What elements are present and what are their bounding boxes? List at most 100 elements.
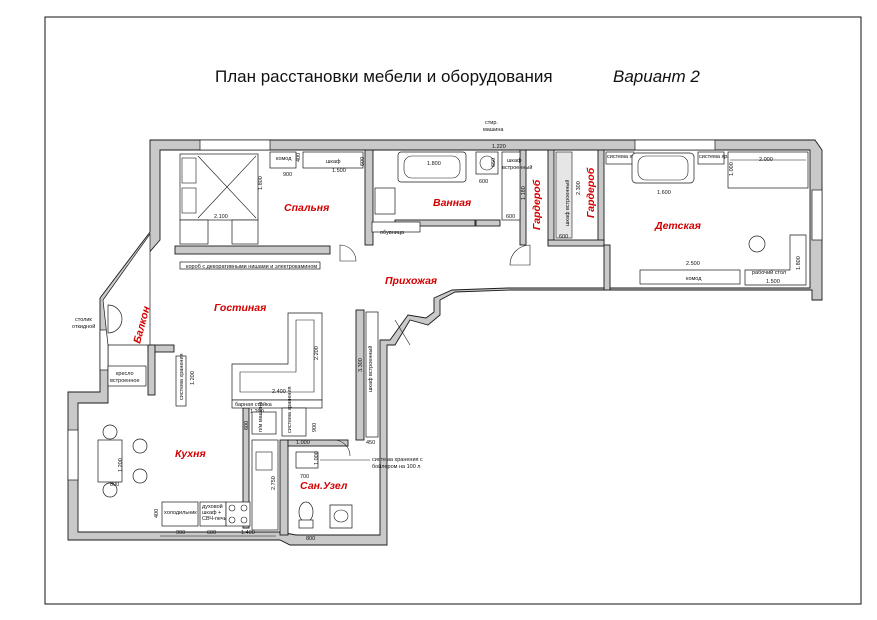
toilet: 700 1.000 система хранения с бойлером на…	[295, 451, 423, 542]
label-sys-kids-l: система хранения	[607, 154, 654, 160]
bedroom-furniture: комод шкаф 900 1.500 400 600 2.100 1.800…	[179, 151, 366, 245]
windows	[67, 139, 823, 481]
dim-2300: 2.300	[576, 181, 582, 195]
dim-2100: 2.100	[214, 214, 228, 220]
kids-room-furniture: система хранения система хранения 1.600 …	[605, 151, 809, 286]
dim-600-bath: 600	[479, 179, 488, 185]
dim-1000-k: 1.000	[296, 440, 310, 446]
dim-400-bed: 400	[296, 153, 302, 162]
dim-2750: 2.750	[271, 476, 277, 490]
dim-600-bar: 600	[244, 421, 250, 430]
bed	[179, 153, 259, 221]
label-komod-kids: комод	[686, 276, 702, 282]
dim-900-b: 900	[176, 530, 185, 536]
cooktop	[225, 501, 251, 527]
room-bedroom: Спальня	[284, 202, 329, 214]
dim-1200-sys: 1.200	[190, 371, 196, 385]
decorative-box	[179, 261, 321, 270]
room-kids: Детская	[654, 220, 701, 232]
dim-1000-kids: 1.000	[729, 162, 735, 176]
dim-2200: 2.200	[314, 346, 320, 360]
dim-450: 450	[366, 440, 375, 446]
room-hallway: Прихожая	[385, 275, 437, 287]
room-bathroom: Ванная	[433, 197, 471, 209]
label-dukhovoy-3: СВЧ-печь	[202, 516, 227, 522]
bath-sink	[374, 187, 396, 215]
label-pm-mashina: п/м машина	[258, 401, 264, 432]
plan-title: План расстановки мебели и оборудования	[215, 67, 553, 86]
balcony: Балкон столик откидной кресло встроенное	[72, 232, 153, 387]
boiler-storage	[295, 451, 319, 469]
dim-1600: 1.600	[657, 190, 671, 196]
interior-walls	[147, 149, 611, 536]
bathtub	[397, 151, 467, 183]
dim-1800-bath: 1.800	[427, 161, 441, 167]
dim-900-bed: 900	[283, 172, 292, 178]
dim-1180: 1.180	[521, 186, 527, 200]
dim-700: 700	[300, 474, 309, 480]
label-boiler-2: бойлером на 100 л	[372, 463, 421, 470]
dim-800-tbl: 800	[110, 482, 119, 488]
hall-wardrobe	[365, 311, 379, 438]
label-boiler-1: система хранения с	[372, 457, 423, 463]
label-sys-kids-r: система хранения	[699, 154, 746, 160]
bedroom-komod	[269, 151, 297, 169]
label-holodilnik: холодильник	[164, 510, 197, 516]
washing-machine	[475, 151, 499, 175]
dim-1220: 1.220	[492, 144, 506, 150]
dim-600-wb: 600	[559, 234, 568, 240]
room-wardrobe-2: Гардероб	[585, 167, 597, 218]
dim-3300: 3.300	[358, 358, 364, 372]
label-sys-kitchen: система хранения	[179, 353, 185, 400]
dim-1400-b: 1.400	[241, 530, 255, 536]
bathroom-furniture: 1.800 600 1.220 стир. машина шкаф встрое…	[371, 120, 532, 236]
label-sys-toilet: система хранения	[287, 386, 293, 433]
plan-variant: Вариант 2	[613, 67, 700, 86]
bar-counter	[231, 399, 323, 409]
hallway: Прихожая шкаф встроенный 3.300 450	[333, 244, 531, 457]
toilet-sink	[329, 504, 353, 529]
dim-600-b: 600	[207, 530, 216, 536]
label-stir-2: машина	[483, 127, 504, 133]
label-obuvnitsa: обувница	[380, 230, 405, 236]
dim-800-t: 800	[306, 536, 315, 542]
label-komod-bedroom: комод	[276, 156, 292, 162]
dim-2400: 2.400	[272, 389, 286, 395]
toilet-bowl	[298, 501, 314, 523]
label-barnaya-stoyka: барная стойка	[235, 401, 273, 408]
dining-table	[97, 439, 123, 483]
label-shkaf-bedroom: шкаф	[326, 159, 341, 165]
label-dukhovoy-2: шкаф +	[202, 510, 221, 516]
room-living: Гостиная	[214, 302, 266, 314]
label-shkaf-hall: шкаф встроенный	[367, 346, 374, 392]
dim-1000-t: 1.000	[314, 451, 320, 465]
dim-900-k: 900	[312, 423, 318, 432]
bedroom-wardrobe	[302, 151, 364, 169]
dim-2000: 2.000	[759, 157, 773, 163]
room-kitchen: Кухня	[175, 448, 206, 460]
label-stolik-1: столик	[75, 317, 92, 323]
dim-650: 650	[491, 158, 497, 167]
dim-1200-tbl: 1.200	[118, 458, 124, 472]
dim-400-k: 400	[154, 509, 160, 518]
wardrobe-area: Гардероб Гардероб шкаф встроенный 2.300 …	[531, 151, 597, 240]
dim-2500: 2.500	[686, 261, 700, 267]
dim-600-w: 600	[506, 214, 515, 220]
room-toilet: Сан.Узел	[300, 480, 348, 492]
kids-komod	[639, 269, 741, 285]
bath-builtin-wardrobe	[501, 151, 521, 221]
label-stolik-2: откидной	[72, 323, 95, 330]
sofa	[631, 152, 695, 184]
kitchen: 1.200 800 Кухня барная стойка 1.200 600 …	[97, 386, 323, 531]
dim-1800-bed: 1.800	[258, 176, 264, 190]
work-desk	[744, 234, 807, 286]
label-shkaf-vstr-2: встроенный	[502, 164, 532, 171]
label-kreslo-2: встроенное	[110, 378, 140, 384]
kids-bed	[727, 151, 809, 189]
label-rabochiy-stol: рабочий стол	[752, 269, 786, 276]
room-wardrobe-1: Гардероб	[531, 179, 543, 230]
dim-1500-kids: 1.500	[766, 279, 780, 285]
label-korob: короб с декоративными нишами и электрока…	[186, 264, 317, 270]
